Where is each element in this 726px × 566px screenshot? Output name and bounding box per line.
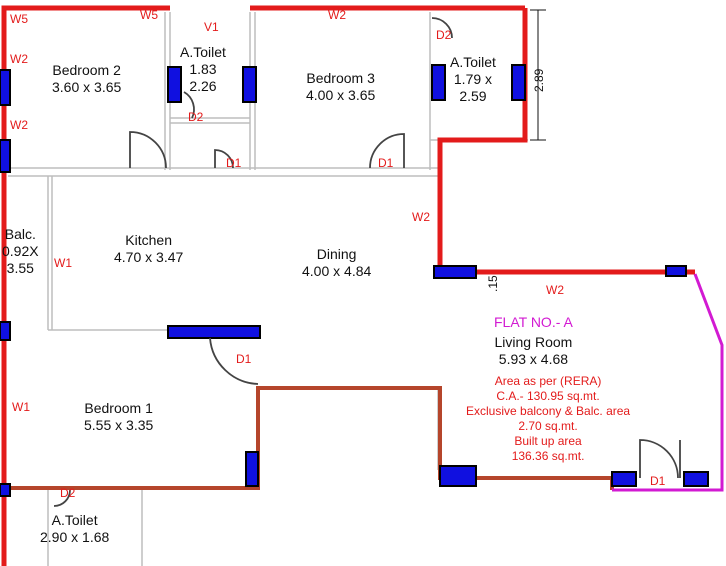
builtup-area: 136.36 sq.mt. — [511, 449, 585, 463]
room-name: Dining — [316, 246, 357, 262]
room-size: 5.93 x 4.68 — [498, 351, 569, 367]
tag-w2-living: W2 — [546, 283, 564, 297]
window-toilet-right — [242, 66, 257, 103]
tag-w2-left-2: W2 — [10, 118, 28, 132]
room-name: Bedroom 3 — [306, 70, 375, 86]
room-width: 1.79 x — [453, 71, 493, 87]
tag-w2-right: W2 — [412, 210, 430, 224]
tag-w5-left: W5 — [10, 12, 28, 26]
room-toilet-2: A.Toilet 1.79 x 2.59 — [450, 54, 496, 105]
window-toilet-left — [167, 66, 182, 103]
door-bedroom2 — [129, 131, 167, 169]
tag-w1-kitchen: W1 — [54, 256, 72, 270]
room-height: 2.59 — [459, 88, 487, 104]
room-size: 4.00 x 4.84 — [302, 263, 372, 279]
window-w2-top — [0, 69, 11, 106]
room-kitchen: Kitchen 4.70 x 3.47 — [114, 232, 183, 266]
window-dining-bottom — [439, 465, 477, 487]
window-living-bottom-right — [683, 471, 709, 487]
room-balcony: Balc. 0.92X 3.55 — [2, 226, 39, 277]
area-label: Area as per (RERA) — [494, 374, 602, 388]
room-dining: Dining 4.00 x 4.84 — [302, 246, 371, 280]
tag-v1: V1 — [204, 20, 219, 34]
room-name: A.Toilet — [180, 44, 226, 60]
room-name: Bedroom 2 — [52, 62, 121, 78]
tag-w2-top: W2 — [328, 8, 346, 22]
window-toilet2-right — [511, 64, 526, 101]
window-living-top — [665, 265, 687, 277]
window-w2-mid — [0, 139, 11, 173]
flat-title: FLAT NO.- A — [494, 314, 573, 330]
builtup-label: Built up area — [514, 434, 582, 448]
room-width: 1.83 — [189, 61, 217, 77]
window-lower-left — [0, 483, 11, 497]
door-toilet1-d1 — [214, 149, 234, 169]
room-size: 2.90 x 1.68 — [40, 529, 110, 545]
window-left — [0, 321, 11, 341]
room-toilet-1: A.Toilet 1.83 2.26 — [180, 44, 226, 95]
tag-d2-toilet1: D2 — [188, 110, 204, 124]
living-room-walls — [612, 273, 724, 492]
door-toilet3 — [53, 489, 71, 507]
room-name: Bedroom 1 — [84, 400, 153, 416]
room-name: Living Room — [494, 334, 573, 350]
window-toilet2-left — [431, 64, 446, 101]
balcony-area: 2.70 sq.mt. — [518, 419, 578, 433]
dimension-right: 2.89 — [532, 68, 546, 92]
room-name: A.Toilet — [51, 512, 98, 528]
room-bedroom-1: Bedroom 1 5.55 x 3.35 — [84, 400, 153, 434]
room-bedroom-3: Bedroom 3 4.00 x 3.65 — [306, 70, 375, 104]
door-toilet2 — [431, 17, 453, 39]
carpet-area: C.A.- 130.95 sq.mt. — [496, 389, 600, 403]
room-name: A.Toilet — [450, 54, 496, 70]
room-size: 4.70 x 3.47 — [114, 249, 184, 265]
window-bedroom1 — [245, 451, 259, 487]
tag-w2-left-1: W2 — [10, 52, 28, 66]
door-bedroom1 — [209, 337, 259, 385]
living-room-info: FLAT NO.- A Living Room 5.93 x 4.68 — [494, 314, 573, 368]
room-width: 0.92X — [2, 243, 39, 259]
tag-d1-bedroom3: D1 — [378, 156, 394, 170]
room-name: Balc. — [4, 226, 36, 242]
balcony-area-label: Exclusive balcony & Balc. area — [466, 404, 631, 418]
room-toilet-3: A.Toilet 2.90 x 1.68 — [40, 512, 109, 546]
door-living — [639, 439, 679, 479]
window-living-bottom-left — [611, 471, 637, 487]
dimension-ledge: .15 — [486, 275, 500, 292]
door-swings — [53, 17, 681, 507]
window-dining — [433, 265, 477, 279]
tag-d1-living: D1 — [650, 474, 666, 488]
room-size: 3.60 x 3.65 — [52, 79, 122, 95]
room-height: 2.26 — [189, 78, 217, 94]
tag-d2-toilet3: D2 — [60, 486, 76, 500]
room-name: Kitchen — [125, 232, 172, 248]
room-bedroom-2: Bedroom 2 3.60 x 3.65 — [52, 62, 121, 96]
dimension-line — [530, 9, 546, 141]
room-size: 5.55 x 3.35 — [84, 417, 154, 433]
door-toilet1 — [183, 91, 195, 119]
area-summary: Area as per (RERA) C.A.- 130.95 sq.mt. E… — [466, 374, 630, 464]
window-kitchen — [167, 325, 261, 339]
tag-d1-toilet1: D1 — [226, 156, 242, 170]
tag-w5-top: W5 — [140, 8, 158, 22]
tag-d1-bedroom1: D1 — [236, 352, 252, 366]
tag-d2-toilet2: D2 — [436, 28, 452, 42]
door-bedroom3 — [369, 133, 405, 169]
room-size: 4.00 x 3.65 — [306, 87, 376, 103]
room-height: 3.55 — [6, 260, 34, 276]
windows — [0, 64, 709, 497]
tag-w1-bedroom1: W1 — [12, 400, 30, 414]
